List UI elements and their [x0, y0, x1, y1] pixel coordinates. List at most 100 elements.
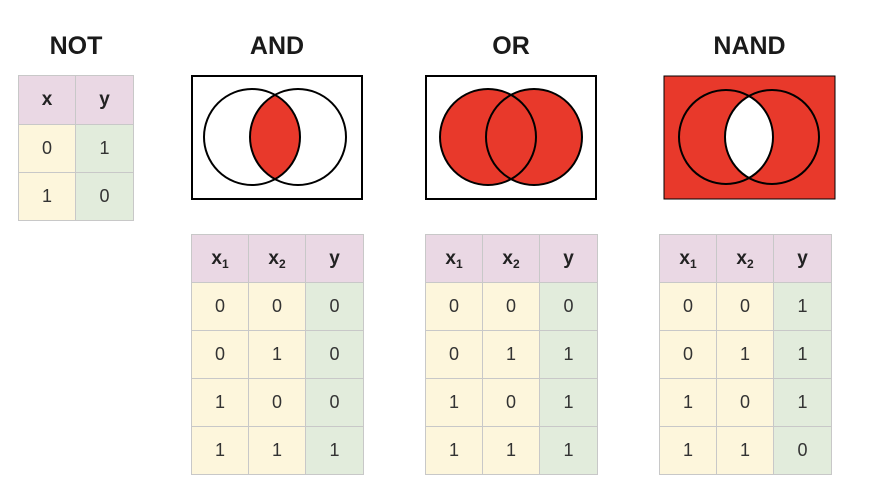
- or-truth-table: x1 x2 y 0 0 0 0 1 1 1 0 1 1 1 1: [425, 234, 598, 475]
- table-row: 1 0 0: [191, 378, 364, 427]
- and-title: AND: [249, 32, 305, 60]
- cell-x: 1: [18, 172, 76, 221]
- cell-y: 0: [305, 330, 364, 379]
- cell-x1: 1: [425, 426, 483, 475]
- cell-y: 1: [539, 330, 598, 379]
- cell-x1: 1: [191, 378, 249, 427]
- header-x1: x1: [425, 234, 483, 283]
- cell-y: 0: [773, 426, 832, 475]
- cell-x1: 1: [659, 378, 717, 427]
- cell-x2: 0: [716, 378, 774, 427]
- or-circle-a: [439, 88, 537, 186]
- table-row: 0 1 1: [425, 330, 598, 379]
- table-header-row: x1 x2 y: [191, 234, 364, 283]
- table-row: 0 1 0: [191, 330, 364, 379]
- cell-x1: 0: [191, 282, 249, 331]
- not-title: NOT: [49, 32, 103, 60]
- or-fill-b: [486, 89, 582, 185]
- and-truth-table: x1 x2 y 0 0 0 0 1 0 1 0 0 1 1 1: [191, 234, 364, 475]
- table-row: 1 1 1: [191, 426, 364, 475]
- cell-y: 0: [305, 282, 364, 331]
- cell-x2: 1: [248, 426, 306, 475]
- cell-x1: 0: [191, 330, 249, 379]
- and-venn-diagram: [191, 75, 363, 200]
- table-header-row: x1 x2 y: [425, 234, 598, 283]
- nand-title: NAND: [713, 32, 786, 60]
- cell-y: 1: [773, 330, 832, 379]
- cell-x2: 1: [482, 330, 540, 379]
- header-x1-base: x: [211, 247, 222, 269]
- cell-y: 1: [773, 282, 832, 331]
- table-row: 0 0 0: [425, 282, 598, 331]
- table-row: 0 0 1: [659, 282, 832, 331]
- not-truth-table: x y 0 1 1 0: [18, 75, 134, 221]
- and-circle-b: [249, 88, 347, 186]
- cell-y: 0: [305, 378, 364, 427]
- header-x1-subscript: 1: [689, 256, 697, 271]
- cell-x1: 0: [659, 330, 717, 379]
- header-x1-base: x: [679, 247, 690, 269]
- header-y: y: [539, 234, 598, 283]
- header-x2-subscript: 2: [512, 256, 520, 271]
- cell-y: 1: [773, 378, 832, 427]
- and-intersection-fill: [250, 89, 300, 185]
- cell-x2: 0: [248, 282, 306, 331]
- table-header-row: x1 x2 y: [659, 234, 832, 283]
- table-row: 1 0 1: [425, 378, 598, 427]
- cell-x1: 0: [425, 282, 483, 331]
- nand-venn-diagram: [663, 75, 836, 200]
- table-row: 0 1 1: [659, 330, 832, 379]
- header-x1-subscript: 1: [221, 256, 229, 271]
- header-x1-subscript: 1: [455, 256, 463, 271]
- header-x2-base: x: [502, 247, 513, 269]
- table-header-row: x y: [18, 75, 134, 125]
- table-row: 0 0 0: [191, 282, 364, 331]
- cell-x2: 1: [716, 330, 774, 379]
- header-y: y: [75, 75, 134, 125]
- table-row: 1 1 1: [425, 426, 598, 475]
- and-circle-a: [203, 88, 301, 186]
- or-venn-diagram: [425, 75, 597, 200]
- header-x2: x2: [716, 234, 774, 283]
- cell-x2: 0: [716, 282, 774, 331]
- header-x1: x1: [191, 234, 249, 283]
- header-y: y: [305, 234, 364, 283]
- table-row: 1 1 0: [659, 426, 832, 475]
- cell-x1: 1: [191, 426, 249, 475]
- table-row: 1 0 1: [659, 378, 832, 427]
- header-x1-base: x: [445, 247, 456, 269]
- header-x2-subscript: 2: [746, 256, 754, 271]
- cell-x1: 0: [425, 330, 483, 379]
- cell-y: 1: [539, 426, 598, 475]
- cell-x2: 1: [716, 426, 774, 475]
- header-x2-base: x: [268, 247, 279, 269]
- cell-x2: 0: [248, 378, 306, 427]
- nand-circle-b: [724, 89, 820, 185]
- cell-y: 1: [305, 426, 364, 475]
- header-x2-subscript: 2: [278, 256, 286, 271]
- cell-x1: 1: [659, 426, 717, 475]
- cell-y: 1: [75, 124, 134, 173]
- cell-x: 0: [18, 124, 76, 173]
- header-y: y: [773, 234, 832, 283]
- header-x2: x2: [248, 234, 306, 283]
- table-row: 1 0: [18, 172, 134, 221]
- nand-truth-table: x1 x2 y 0 0 1 0 1 1 1 0 1 1 1 0: [659, 234, 832, 475]
- or-circle-b: [485, 88, 583, 186]
- cell-y: 0: [75, 172, 134, 221]
- header-x1: x1: [659, 234, 717, 283]
- cell-x2: 0: [482, 378, 540, 427]
- cell-x1: 0: [659, 282, 717, 331]
- nand-circle-a: [678, 89, 774, 185]
- header-x2-base: x: [736, 247, 747, 269]
- cell-y: 1: [539, 378, 598, 427]
- table-row: 0 1: [18, 124, 134, 173]
- header-x: x: [18, 75, 76, 125]
- cell-x2: 1: [482, 426, 540, 475]
- cell-x2: 0: [482, 282, 540, 331]
- header-x2: x2: [482, 234, 540, 283]
- cell-x2: 1: [248, 330, 306, 379]
- cell-x1: 1: [425, 378, 483, 427]
- or-title: OR: [492, 32, 530, 60]
- cell-y: 0: [539, 282, 598, 331]
